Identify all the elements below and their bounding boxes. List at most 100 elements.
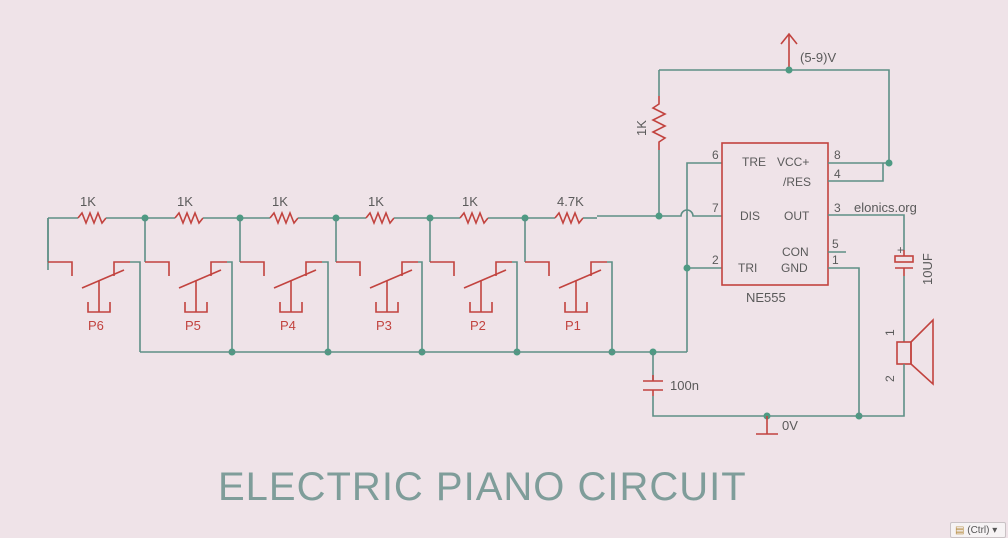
chain-resistor-label: 4.7K	[557, 194, 584, 209]
ne555-body	[721, 142, 829, 286]
button-cap	[564, 302, 588, 313]
button-label: P2	[470, 318, 486, 333]
button-contact-right	[495, 261, 512, 276]
timing-capacitor	[643, 375, 663, 396]
out-wire	[828, 214, 905, 250]
button-cap	[279, 302, 303, 313]
button-label: P1	[565, 318, 581, 333]
button-contact-right	[210, 261, 227, 276]
junction-vcc	[885, 159, 893, 167]
chain-resistor	[365, 210, 395, 226]
button-contact-left	[240, 261, 265, 276]
ctrl-label: (Ctrl)	[967, 525, 990, 536]
button-actuator	[178, 269, 222, 289]
chain-resistor-label: 1K	[80, 194, 96, 209]
pin-num-5: 5	[832, 237, 839, 251]
ic-pin-gnd: GND	[781, 261, 808, 275]
speaker-symbol	[896, 318, 934, 386]
button-cap	[469, 302, 493, 313]
button-actuator	[273, 269, 317, 289]
ic-pin-res: /RES	[783, 175, 811, 189]
cap-ground-wire	[652, 396, 859, 417]
pin-num-3: 3	[834, 201, 841, 215]
button-label: P4	[280, 318, 296, 333]
ic-pin-vcc: VCC+	[777, 155, 809, 169]
button-actuator	[369, 269, 413, 289]
button-contact-left	[430, 261, 455, 276]
button-label: P3	[376, 318, 392, 333]
chain-stage: 4.7K P1	[521, 194, 616, 356]
ic-pin-tri: TRI	[738, 261, 757, 275]
output-capacitor	[894, 250, 914, 276]
resistor-chain: 1K P6 1K P5 1K P4 1K P3 1K P2 4.7K P1	[47, 194, 616, 356]
junction-supply	[785, 66, 793, 74]
pin-num-7: 7	[712, 201, 719, 215]
button-right-wire	[227, 261, 233, 352]
chain-stage: 1K P4	[236, 194, 336, 356]
top-resistor-label: 1K	[634, 120, 649, 136]
supply-label: (5-9)V	[800, 50, 836, 65]
output-cap-label: 10UF	[920, 253, 935, 285]
junction-tri	[683, 264, 691, 272]
chain-stage: 1K P3	[332, 194, 430, 356]
junction-dis	[655, 212, 663, 220]
ic-name: NE555	[746, 290, 786, 305]
pin-num-8: 8	[834, 148, 841, 162]
chevron-down-icon: ▾	[992, 525, 998, 536]
cap-plus-sign: +	[897, 243, 904, 257]
pin-num-6: 6	[712, 148, 719, 162]
button-contact-right	[113, 261, 130, 276]
chain-resistor-label: 1K	[272, 194, 288, 209]
pin-num-1: 1	[832, 253, 839, 267]
button-label: P5	[185, 318, 201, 333]
res-wire	[828, 163, 884, 182]
diagram-title: ELECTRIC PIANO CIRCUIT	[218, 465, 747, 509]
button-contact-right	[401, 261, 418, 276]
button-right-wire	[418, 261, 423, 352]
ic-pin-con: CON	[782, 245, 809, 259]
button-actuator	[463, 269, 507, 289]
supply-symbol	[780, 32, 798, 70]
button-right-wire	[512, 261, 518, 352]
chain-resistor-label: 1K	[462, 194, 478, 209]
top-resistor	[651, 96, 667, 150]
button-actuator	[81, 269, 125, 289]
timing-cap-label: 100n	[670, 378, 699, 393]
supply-wire	[659, 69, 890, 163]
chain-resistor-label: 1K	[177, 194, 193, 209]
button-actuator	[558, 269, 602, 289]
chain-resistor	[459, 210, 489, 226]
chain-resistor	[77, 210, 107, 226]
button-right-wire	[607, 261, 613, 352]
chain-stage: 1K P2	[426, 194, 525, 356]
button-right-wire	[322, 261, 329, 352]
chain-stage: 1K P6	[47, 194, 145, 352]
paste-options-button[interactable]: ▤ (Ctrl) ▾	[950, 522, 1006, 538]
ic-pin-dis: DIS	[740, 209, 760, 223]
button-label: P6	[88, 318, 104, 333]
speaker-ground-wire	[859, 364, 905, 417]
tre-tri-wire	[686, 162, 722, 352]
button-contact-right	[305, 261, 322, 276]
ic-pin-out: OUT	[784, 209, 810, 223]
button-contact-right	[590, 261, 607, 276]
chain-resistor-label: 1K	[368, 194, 384, 209]
button-cap	[184, 302, 208, 313]
button-cap	[375, 302, 399, 313]
ic-pin-tre: TRE	[742, 155, 766, 169]
speaker-pin-2: 2	[883, 375, 897, 382]
speaker-pin-1: 1	[883, 329, 897, 336]
ground-label: 0V	[782, 418, 798, 433]
ground-symbol	[756, 416, 778, 435]
chain-resistor	[174, 210, 204, 226]
button-contact-left	[48, 261, 73, 276]
button-contact-left	[336, 261, 361, 276]
button-contact-left	[145, 261, 170, 276]
clipboard-icon: ▤	[955, 525, 965, 536]
gnd-wire	[828, 267, 860, 416]
watermark-text: elonics.org	[854, 200, 917, 215]
chain-resistor	[269, 210, 299, 226]
pin-num-2: 2	[712, 253, 719, 267]
button-right-wire	[130, 261, 141, 352]
